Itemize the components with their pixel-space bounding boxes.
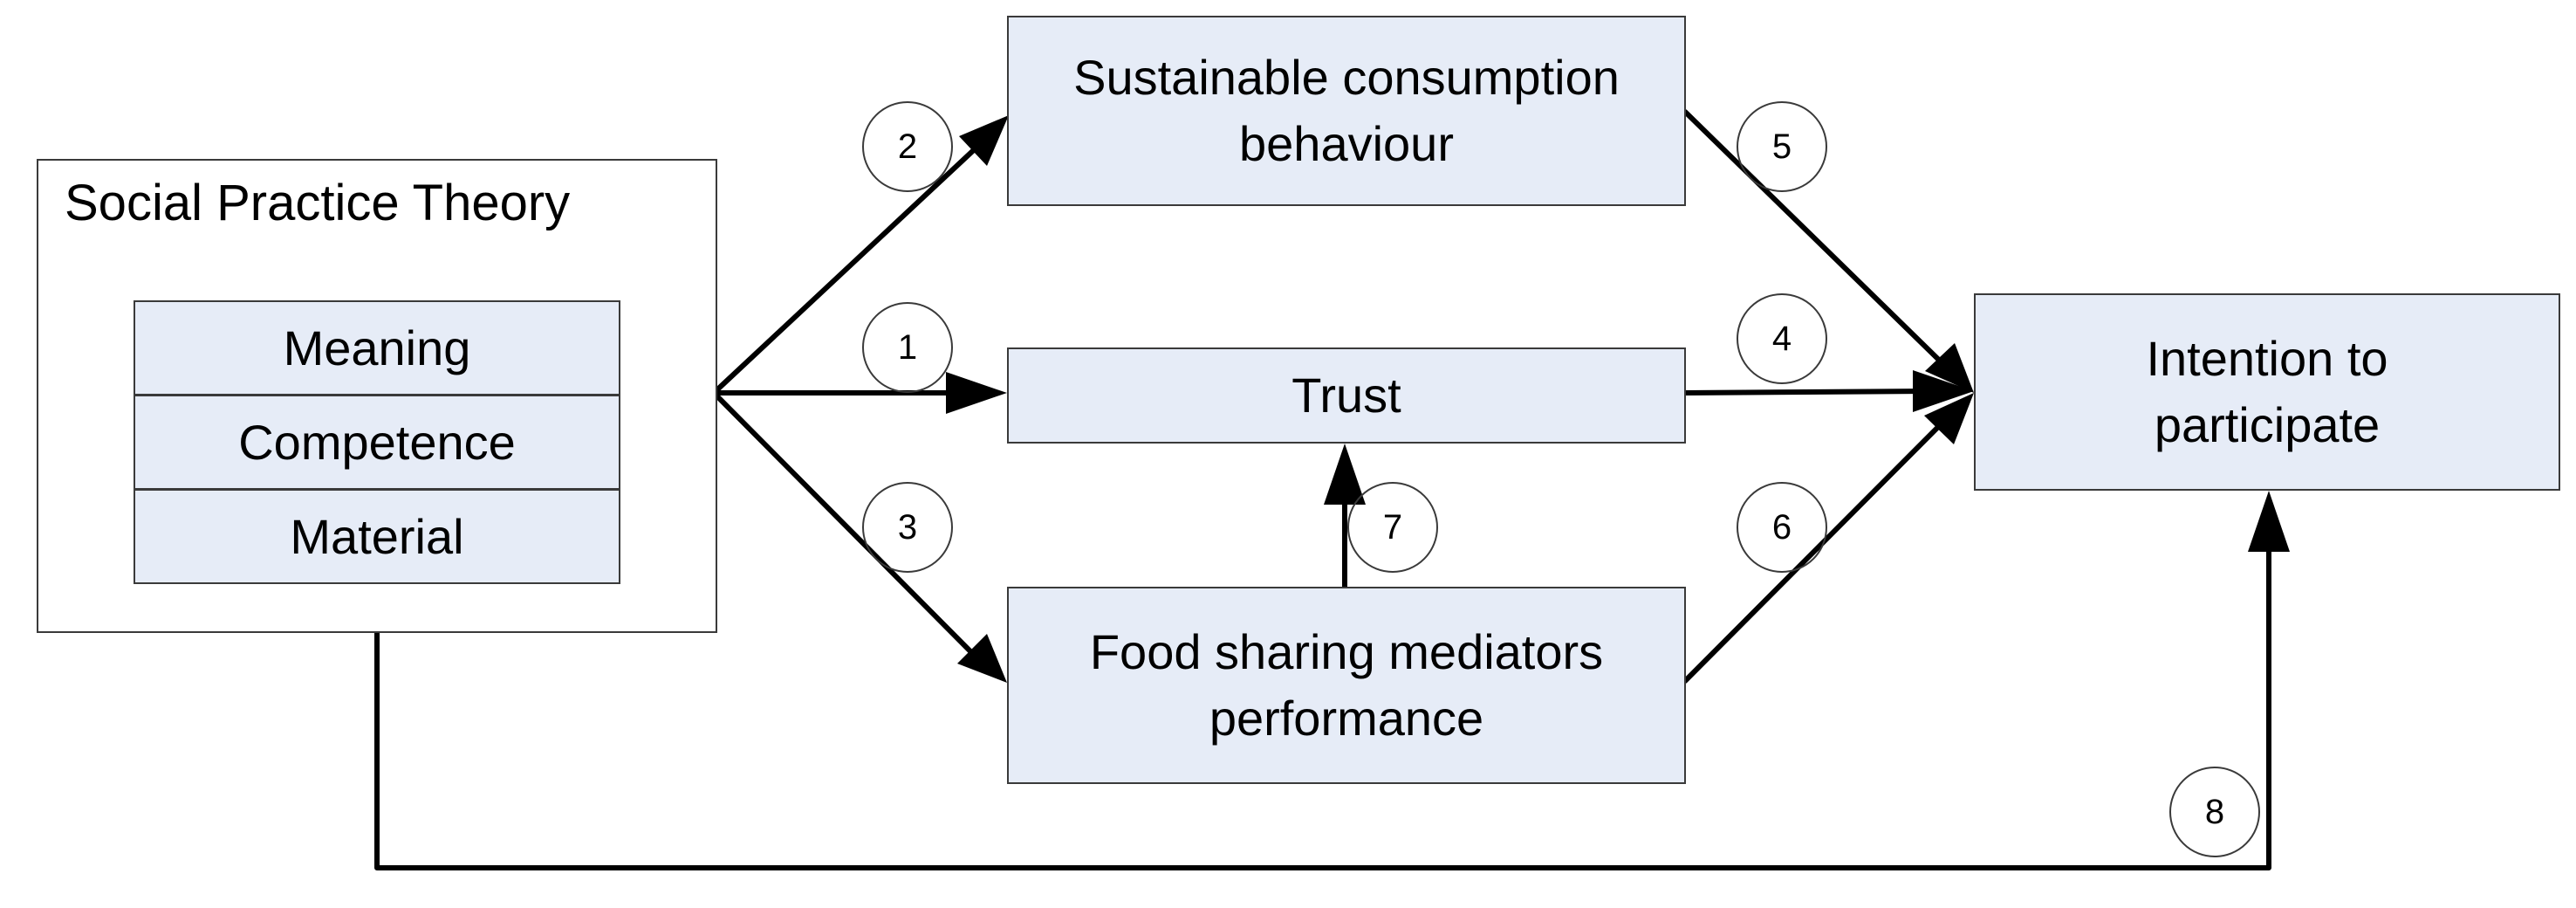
path-number-3: 3 — [862, 482, 953, 573]
component-competence: Competence — [134, 395, 620, 490]
sustainable-consumption-label: Sustainable consumption behaviour — [1073, 50, 1620, 171]
path-number-8: 8 — [2169, 767, 2260, 857]
arrow-path-5 — [1682, 109, 1952, 373]
arrowhead-7 — [1324, 444, 1366, 505]
arrowhead-6 — [1924, 393, 1974, 444]
arrow-path-2 — [711, 144, 980, 396]
path-number-2: 2 — [862, 101, 953, 192]
path-number-5: 5 — [1737, 101, 1827, 192]
path-number-4: 4 — [1737, 293, 1827, 384]
arrowhead-3 — [957, 634, 1007, 683]
arrowhead-4 — [1913, 370, 1974, 412]
component-material: Material — [134, 489, 620, 584]
intention-to-participate-label: Intention to participate — [2146, 331, 2388, 452]
component-meaning: Meaning — [134, 300, 620, 396]
intention-to-participate-box: Intention to participate — [1974, 293, 2560, 491]
path-number-1: 1 — [862, 302, 953, 393]
social-practice-theory-title: Social Practice Theory — [65, 175, 571, 231]
path-number-6: 6 — [1737, 482, 1827, 573]
arrow-path-3 — [711, 390, 973, 654]
arrowhead-8 — [2248, 491, 2290, 552]
food-sharing-mediators-box: Food sharing mediators performance — [1007, 587, 1686, 784]
arrow-path-4 — [1682, 389, 1931, 396]
trust-label: Trust — [1291, 368, 1401, 423]
arrowhead-1 — [946, 372, 1007, 414]
food-sharing-mediators-label: Food sharing mediators performance — [1089, 624, 1604, 746]
sustainable-consumption-box: Sustainable consumption behaviour — [1007, 16, 1686, 206]
path-number-7: 7 — [1347, 482, 1438, 573]
arrow-path-8 — [374, 544, 2271, 870]
trust-box: Trust — [1007, 347, 1686, 444]
arrowhead-2 — [959, 115, 1009, 166]
arrowhead-5 — [1925, 343, 1974, 393]
